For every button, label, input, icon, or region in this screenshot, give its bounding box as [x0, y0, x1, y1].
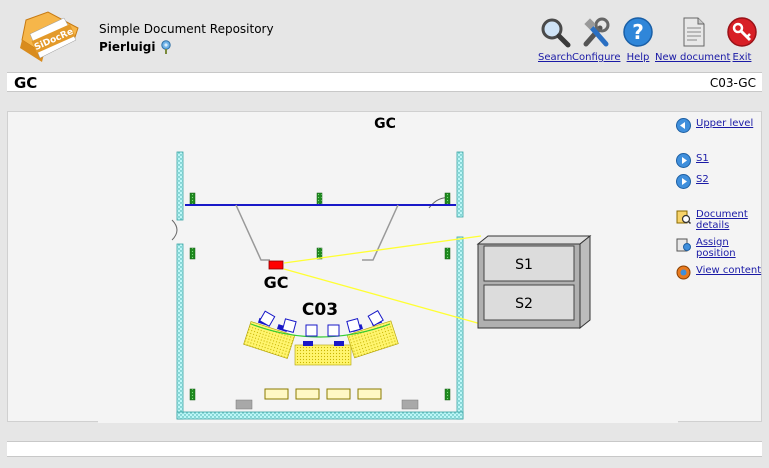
cabinet-gc[interactable]	[268, 260, 284, 270]
document-details-icon[interactable]	[676, 209, 691, 224]
floor-map: GC	[98, 112, 678, 423]
location-title-bar: GC C03-GC	[7, 72, 762, 92]
new-document-icon[interactable]	[677, 16, 709, 48]
page-title: GC	[14, 74, 38, 92]
shelf-link-s1[interactable]: S1	[676, 153, 709, 168]
document-details-line2[interactable]: details	[696, 220, 730, 231]
exit-link[interactable]: Exit	[732, 52, 752, 63]
shelf-s1-label: S1	[515, 257, 533, 273]
view-content-label[interactable]: View content	[696, 265, 762, 276]
upper-level-link[interactable]: Upper level	[676, 118, 753, 133]
help-tool[interactable]: ? Help	[622, 16, 654, 63]
exit-icon[interactable]	[726, 16, 758, 48]
action-sidebar: Upper level S1 S2 Document det	[674, 112, 762, 423]
svg-text:?: ?	[632, 20, 644, 44]
cabinet-detail: S1 S2	[476, 234, 592, 330]
map-heading: GC	[374, 116, 396, 132]
help-icon[interactable]: ?	[622, 16, 654, 48]
location-code: C03-GC	[709, 76, 756, 90]
user-name: Pierluigi	[99, 40, 156, 54]
columns	[189, 192, 451, 401]
search-icon[interactable]	[539, 16, 571, 48]
connector-line-top	[283, 235, 482, 264]
document-details-label[interactable]: Document details	[696, 209, 748, 231]
app-header: SiDocRe Simple Document Repository Pierl…	[0, 0, 769, 70]
exit-tool[interactable]: Exit	[726, 16, 758, 63]
footer-bar	[7, 441, 762, 457]
assign-position-link[interactable]: Assign position	[676, 237, 736, 259]
connector-line-bottom	[283, 268, 482, 325]
shelf-link-s2[interactable]: S2	[676, 174, 709, 189]
upper-level-label[interactable]: Upper level	[696, 118, 754, 129]
cabinet-label: GC	[264, 273, 289, 292]
shelf-s2[interactable]	[483, 284, 575, 321]
bottom-desks	[235, 388, 419, 410]
assign-position-line2[interactable]: position	[696, 248, 736, 259]
assign-position-label[interactable]: Assign position	[696, 237, 736, 259]
help-link[interactable]: Help	[626, 52, 650, 63]
document-details-line1[interactable]: Document	[696, 209, 748, 220]
assign-position-icon[interactable]	[676, 237, 691, 252]
configure-icon[interactable]	[580, 16, 612, 48]
shelf-s1[interactable]	[483, 245, 575, 282]
configure-tool[interactable]: Configure	[572, 16, 620, 63]
view-content-link[interactable]: View content	[676, 265, 761, 280]
desk-group	[243, 309, 399, 366]
shelf-link-s1-label[interactable]: S1	[696, 153, 709, 164]
configure-link[interactable]: Configure	[572, 52, 621, 63]
door-left	[171, 219, 178, 241]
arrow-right-icon[interactable]	[676, 174, 691, 189]
arrow-right-icon[interactable]	[676, 153, 691, 168]
arrow-up-icon[interactable]	[676, 118, 691, 133]
app-logo: SiDocRe	[18, 10, 82, 66]
search-tool[interactable]: Search	[538, 16, 572, 63]
new-document-tool[interactable]: New document	[655, 16, 730, 63]
content-panel: GC	[7, 111, 762, 423]
room-label: C03	[302, 300, 338, 320]
shelf-s2-label: S2	[515, 296, 533, 312]
app-title: Simple Document Repository	[99, 22, 274, 36]
search-link[interactable]: Search	[538, 52, 573, 63]
room-walls	[176, 151, 464, 420]
user-icon[interactable]	[160, 40, 172, 54]
new-document-link[interactable]: New document	[655, 52, 731, 63]
shelf-link-s2-label[interactable]: S2	[696, 174, 709, 185]
document-details-link[interactable]: Document details	[676, 209, 748, 231]
user-info: Pierluigi	[99, 40, 172, 54]
frame-right	[362, 204, 399, 261]
view-content-icon[interactable]	[676, 265, 691, 280]
frame-left	[235, 204, 270, 261]
assign-position-line1[interactable]: Assign	[696, 237, 729, 248]
